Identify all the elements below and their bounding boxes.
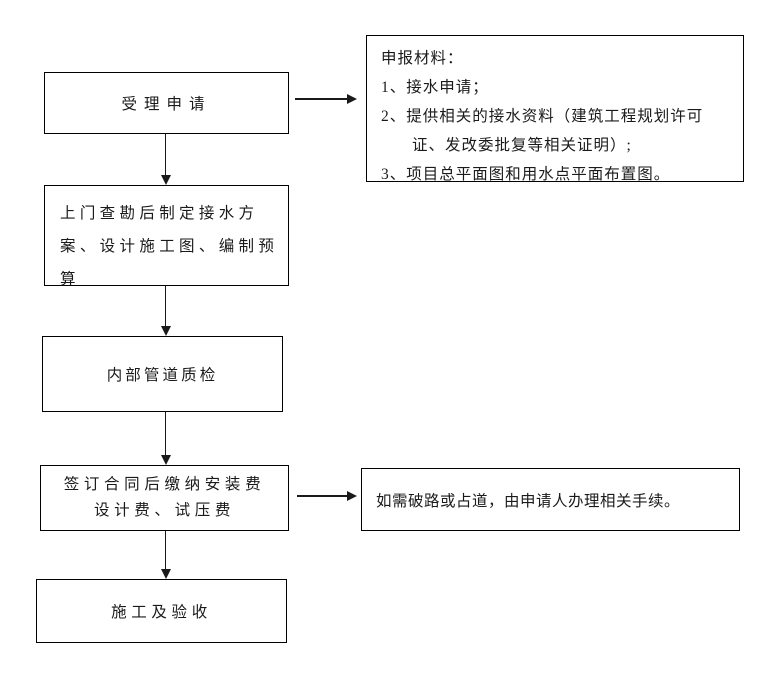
flow-box-construction-label: 施工及验收	[111, 604, 212, 621]
arrow-shaft	[164, 134, 167, 176]
materials-item: 3、项目总平面图和用水点平面布置图。	[381, 166, 671, 183]
flow-box-inspection-label: 内部管道质检	[106, 367, 219, 384]
arrow-right-head-icon	[347, 94, 357, 104]
flow-box-accept-label: 受理申请	[121, 96, 212, 113]
arrow-shaft	[297, 495, 348, 497]
arrow-down-head-icon	[160, 326, 171, 336]
materials-item: 1、接水申请；	[381, 79, 489, 96]
flow-box-contract-line: 设计费、试压费	[93, 502, 236, 519]
flow-box-sign-contract-pay-fees: 签订合同后缴纳安装费 设计费、试压费	[40, 465, 289, 531]
arrow-down-head-icon	[160, 569, 171, 579]
materials-item: 2、提供相关的接水资料（建筑工程规划许可证、发改委批复等相关证明）;	[381, 108, 704, 154]
materials-title: 申报材料：	[381, 50, 464, 67]
flow-box-survey-line: 上门查勘后制定接水方	[60, 205, 259, 222]
flow-box-survey-line: 算	[60, 271, 80, 288]
arrow-shaft	[164, 531, 167, 570]
flow-box-contract-line: 签订合同后缴纳安装费	[63, 476, 266, 493]
note-box-application-materials: 申报材料： 1、接水申请； 2、提供相关的接水资料（建筑工程规划许可证、发改委批…	[366, 35, 744, 183]
arrow-shaft	[164, 412, 167, 456]
flow-box-construction-acceptance: 施工及验收	[36, 579, 287, 643]
flow-box-pipe-inspection: 内部管道质检	[42, 336, 283, 412]
arrow-shaft	[295, 98, 348, 100]
arrow-right-head-icon	[347, 491, 357, 501]
flow-box-survey-line: 案、设计施工图、编制预	[60, 238, 279, 255]
flow-box-accept-application: 受理申请	[44, 72, 289, 134]
arrow-down-head-icon	[160, 175, 171, 185]
note-box-road-permit: 如需破路或占道，由申请人办理相关手续。	[361, 468, 740, 531]
arrow-shaft	[164, 286, 167, 327]
flow-box-site-survey: 上门查勘后制定接水方 案、设计施工图、编制预 算	[44, 185, 289, 288]
arrow-down-head-icon	[160, 455, 171, 465]
road-note-label: 如需破路或占道，由申请人办理相关手续。	[376, 492, 681, 510]
